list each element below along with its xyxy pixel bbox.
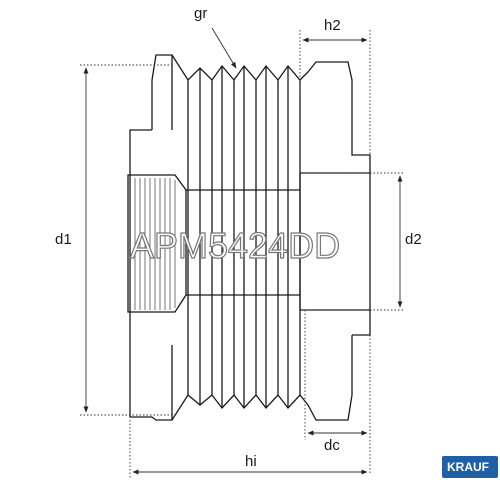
watermark-part-number: APM5424DD [130,225,340,266]
spline-hatching [129,178,176,310]
gr-leader [211,27,237,69]
shaft-bore [186,189,300,296]
grooved-profile-top [151,54,353,130]
grooved-profile-bottom [151,335,353,421]
brand-name: KRAUF [447,460,489,474]
dimension-lines [80,27,405,478]
brand-logo: KRAUF [442,456,498,478]
spline-section [127,174,187,313]
label-dc: dc [324,437,340,454]
right-hub [351,130,371,336]
left-flange [129,129,152,418]
label-gr: gr [194,5,207,22]
label-hi: hi [245,453,257,470]
label-d2: d2 [405,231,422,248]
pulley-body [127,54,371,421]
label-d1: d1 [55,231,72,248]
label-h2: h2 [324,17,341,34]
